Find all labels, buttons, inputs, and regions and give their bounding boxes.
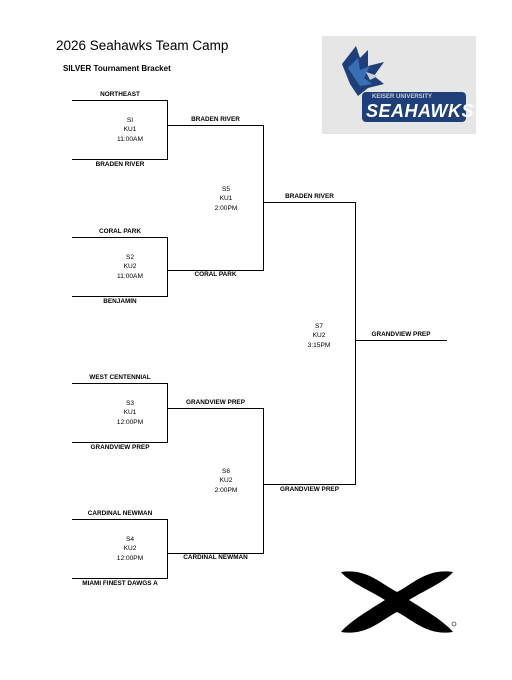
seahawks-logo: KEISER UNIVERSITY SEAHAWKS xyxy=(322,36,476,134)
team-name: BRADEN RIVER xyxy=(285,193,334,200)
bracket-line xyxy=(72,519,168,520)
game-time: 2:00PM xyxy=(214,486,238,494)
game-time: 12:00PM xyxy=(116,554,144,562)
under-armour-logo xyxy=(337,566,457,638)
game-time: 12:00PM xyxy=(116,418,144,426)
bracket-line xyxy=(167,100,168,160)
bracket-line xyxy=(167,383,168,443)
bracket-line xyxy=(167,125,264,126)
game-time: 11:00AM xyxy=(117,135,143,143)
game-id: S2 xyxy=(125,254,135,261)
team-name: GRANDVIEW PREP xyxy=(186,399,245,406)
game-info: SI KU1 11:00AM xyxy=(100,116,160,144)
page-title: 2026 Seahawks Team Camp xyxy=(56,38,229,53)
bracket-line xyxy=(72,296,168,297)
game-info: S5 KU1 2:00PM xyxy=(196,185,256,213)
bracket-line xyxy=(355,202,356,485)
bracket-line xyxy=(167,519,168,579)
team-name: BENJAMIN xyxy=(103,298,137,305)
team-name: WEST CENTENNIAL xyxy=(89,374,151,381)
game-time: 2:00PM xyxy=(214,204,238,212)
game-court: KU1 xyxy=(123,409,137,417)
bracket-line xyxy=(167,237,168,297)
seahawk-icon xyxy=(342,46,466,122)
bracket-line xyxy=(72,100,168,101)
game-id: S5 xyxy=(221,186,231,193)
logo-university-text: KEISER UNIVERSITY xyxy=(372,94,433,100)
game-court: KU2 xyxy=(123,545,137,553)
team-name: NORTHEAST xyxy=(100,91,140,98)
bracket-line xyxy=(167,553,264,554)
game-court: KU2 xyxy=(123,263,137,271)
game-court: KU1 xyxy=(123,126,137,134)
game-time: 11:00AM xyxy=(117,272,143,280)
game-time: 3:15PM xyxy=(307,341,331,349)
bracket-line xyxy=(263,408,264,554)
team-name: MIAMI FINEST DAWGS A xyxy=(82,580,158,587)
bracket-line xyxy=(263,202,356,203)
bracket-line xyxy=(72,383,168,384)
game-id: S4 xyxy=(125,536,135,543)
bracket-line xyxy=(72,578,168,579)
bracket-line xyxy=(167,270,264,271)
team-name: GRANDVIEW PREP xyxy=(280,486,339,493)
game-id: S3 xyxy=(125,400,135,407)
team-name: GRANDVIEW PREP xyxy=(90,444,150,451)
game-info: S6 KU2 2:00PM xyxy=(196,467,256,495)
team-name: CARDINAL NEWMAN xyxy=(183,554,248,561)
team-name: CORAL PARK xyxy=(194,271,237,278)
bracket-line xyxy=(167,408,264,409)
game-info: S7 KU2 3:15PM xyxy=(289,322,349,350)
team-name: BRADEN RIVER xyxy=(191,116,240,123)
game-court: KU1 xyxy=(219,195,233,203)
bracket-line xyxy=(72,159,168,160)
game-id: S7 xyxy=(314,323,324,330)
game-id: SI xyxy=(126,117,134,124)
game-court: KU2 xyxy=(219,477,233,485)
bracket-line xyxy=(355,340,447,341)
game-info: S2 KU2 11:00AM xyxy=(100,253,160,281)
bracket-subtitle: SILVER Tournament Bracket xyxy=(63,64,171,73)
champion-name: GRANDVIEW PREP xyxy=(371,331,431,338)
team-name: BRADEN RIVER xyxy=(95,161,145,168)
team-name: CORAL PARK xyxy=(98,228,141,235)
bracket-line xyxy=(72,442,168,443)
logo-team-text: SEAHAWKS xyxy=(366,101,475,121)
game-info: S3 KU1 12:00PM xyxy=(100,399,160,427)
bracket-line xyxy=(263,125,264,271)
bracket-line xyxy=(263,484,356,485)
game-court: KU2 xyxy=(312,332,326,340)
team-name: CARDINAL NEWMAN xyxy=(87,510,153,517)
bracket-line xyxy=(72,237,168,238)
game-info: S4 KU2 12:00PM xyxy=(100,535,160,563)
game-id: S6 xyxy=(221,468,231,475)
